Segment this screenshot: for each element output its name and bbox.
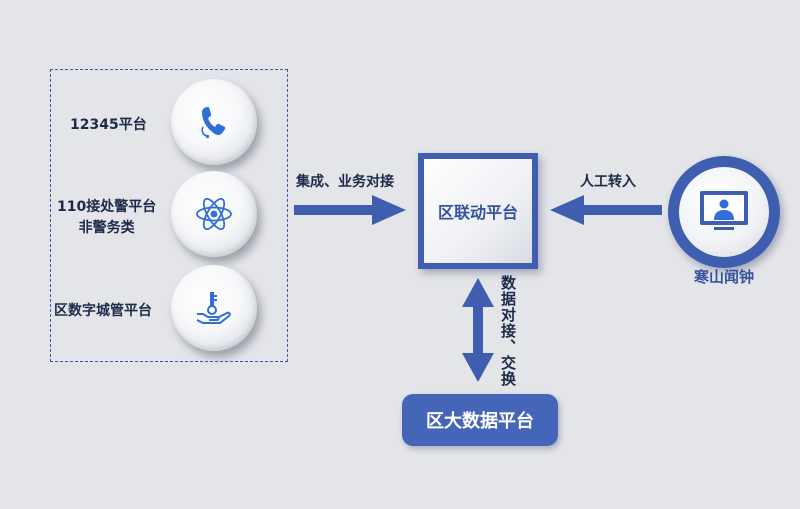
telephone-icon — [201, 107, 226, 139]
hanshan-node-face — [679, 167, 769, 257]
source-node-12345 — [171, 79, 257, 165]
source-node-city-management — [171, 265, 257, 351]
arrow-left-icon — [550, 195, 662, 225]
big-data-platform-label: 区大数据平台 — [426, 411, 534, 432]
edge-label-integration: 集成、业务对接 — [296, 174, 394, 190]
source-label-110-line1: 110接处警平台 — [57, 199, 157, 215]
big-data-platform-node: 区大数据平台 — [402, 394, 558, 446]
hand-key-icon — [196, 292, 231, 324]
monitor-person-icon — [700, 191, 748, 230]
arrow-right-icon — [294, 195, 406, 225]
source-label-110-line2: 非警务类 — [78, 220, 135, 236]
source-label-city-management: 区数字城管平台 — [54, 303, 152, 319]
source-label-110: 110接处警平台 非警务类 — [57, 197, 156, 239]
source-platforms-group — [50, 69, 288, 362]
hanshan-node — [668, 156, 780, 268]
source-node-110 — [171, 171, 257, 257]
atom-icon — [196, 198, 232, 230]
double-arrow-vertical-icon — [462, 278, 494, 382]
source-label-12345: 12345平台 — [70, 117, 147, 133]
edge-label-manual-transfer: 人工转入 — [580, 174, 636, 190]
district-linkage-platform-node: 区联动平台 — [418, 153, 538, 269]
edge-label-data-exchange: 数据对接、交换 — [499, 275, 517, 387]
district-linkage-platform-label: 区联动平台 — [424, 159, 532, 263]
hanshan-label: 寒山闻钟 — [693, 268, 754, 286]
